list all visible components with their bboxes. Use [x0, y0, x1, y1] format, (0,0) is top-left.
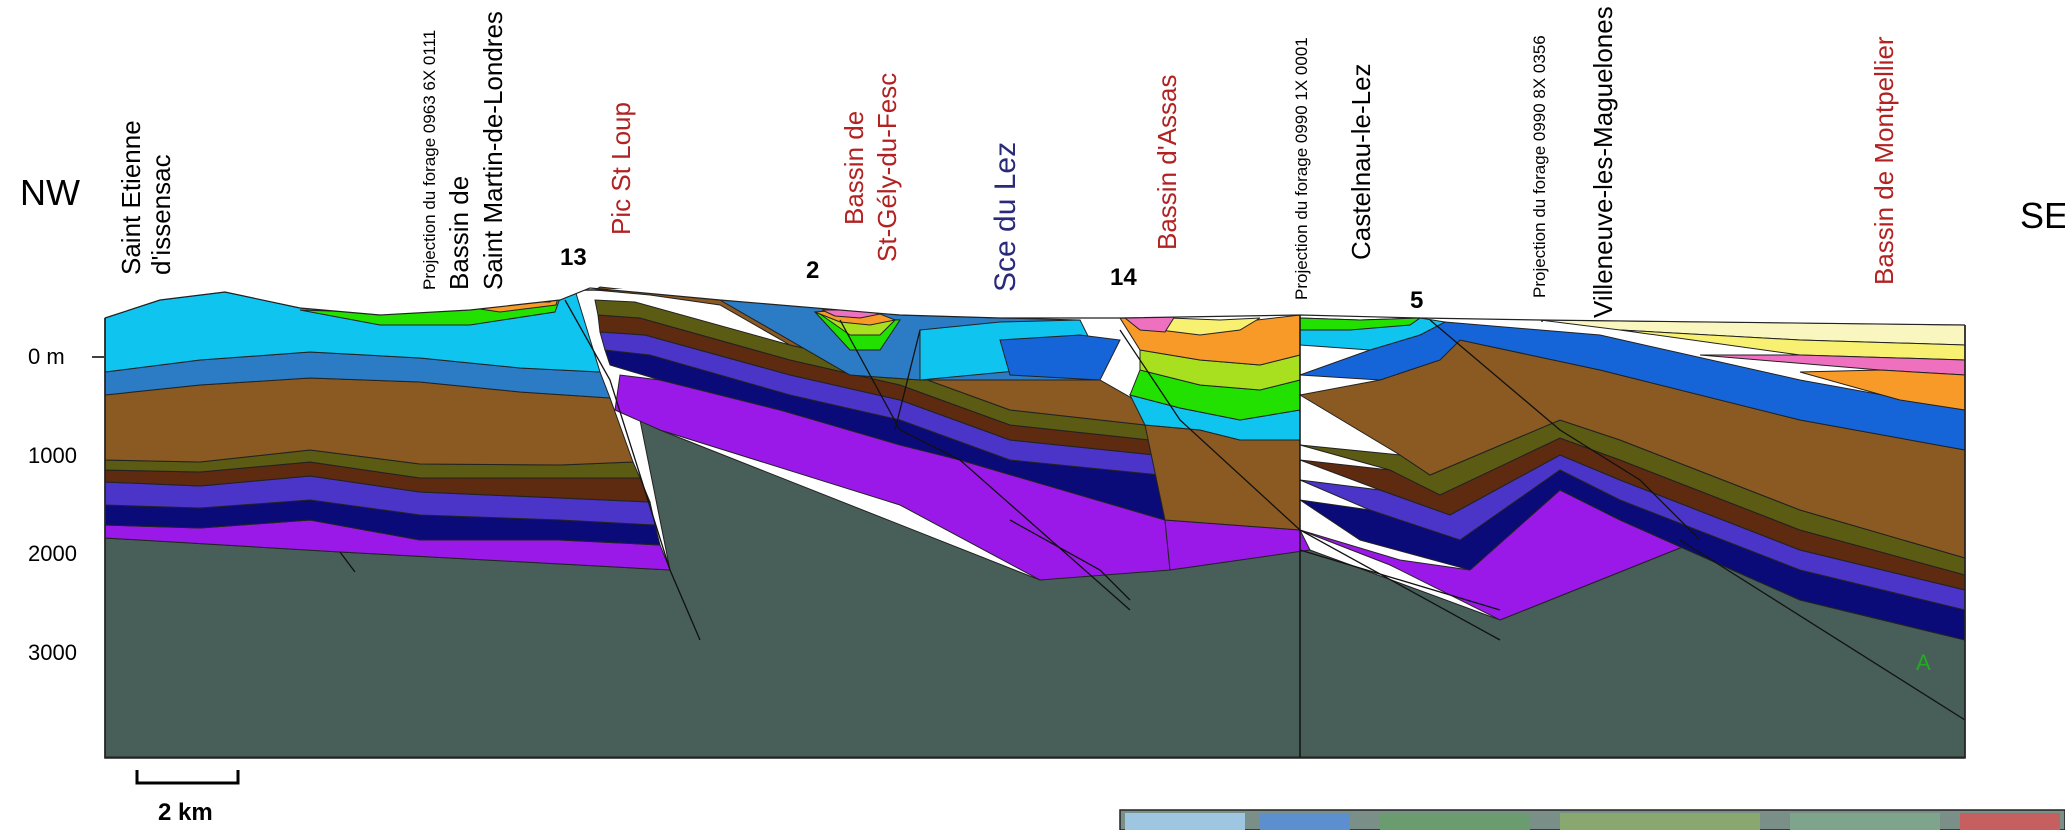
label-villeneuve: Villeneuve-les-Maguelones	[1588, 6, 1618, 318]
topography-mask	[104, 288, 1966, 325]
label-forage-0990-8x: Projection du forage 0990 8X 0356	[1530, 35, 1549, 298]
label-sce-du-lez: Sce du Lez	[989, 142, 1022, 292]
label-bassin-montpellier: Bassin de Montpellier	[1869, 36, 1899, 285]
depth-tick-0: 0 m	[28, 344, 65, 369]
scale-bar-label: 2 km	[158, 799, 213, 826]
topography-line	[104, 287, 1966, 326]
fault-lines	[339, 299, 1966, 721]
fault-number-14: 14	[1110, 264, 1137, 291]
fault-14	[1119, 329, 1501, 641]
orientation-nw: NW	[20, 172, 80, 213]
inset-map-fragment	[1119, 809, 2065, 831]
fault-13	[564, 299, 701, 641]
orientation-se: SE	[2020, 195, 2065, 236]
inset-map-patch-1	[1125, 813, 1245, 830]
inset-map-patch-4	[1560, 813, 1760, 830]
depth-tick-1000: 1000	[28, 443, 77, 468]
locality-labels: Saint Etienne d'issensac Projection du f…	[116, 6, 1899, 318]
fault-numbers: 13 2 14 5	[560, 244, 1423, 314]
depth-tick-2000: 2000	[28, 541, 77, 566]
inset-map-patch-6	[1960, 813, 2060, 830]
inset-map-patch-2	[1260, 813, 1350, 830]
scale-bar: 2 km	[135, 770, 240, 826]
fault-2b	[894, 329, 921, 431]
depth-axis: 0 m 1000 2000 3000	[28, 344, 104, 665]
fault-A	[1679, 539, 1966, 721]
fault-number-2: 2	[806, 257, 819, 284]
label-bassin-de-stmartin: Bassin de	[444, 176, 474, 290]
label-forage-0963: Projection du forage 0963 6X 0111	[420, 30, 439, 290]
label-saint-martin: Saint Martin-de-Londres	[478, 11, 508, 290]
scale-bar-line	[135, 770, 240, 785]
label-dissensac: d'issensac	[146, 154, 176, 275]
label-bassin-de-stgely: Bassin de	[839, 111, 869, 225]
depth-tick-3000: 3000	[28, 640, 77, 665]
label-pic-st-loup: Pic St Loup	[606, 102, 636, 235]
label-saint-etienne: Saint Etienne	[116, 120, 146, 275]
fault-lez-deep	[1009, 519, 1131, 601]
label-forage-0990-1x: Projection du forage 0990 1X 0001	[1292, 37, 1311, 300]
inset-map-patch-3	[1380, 813, 1530, 830]
fault-number-13: 13	[560, 244, 587, 271]
fault-2	[839, 319, 1131, 611]
fault-5	[1429, 319, 1701, 541]
inset-map-patch-5	[1790, 813, 1940, 830]
layer-brown-assas	[1144, 424, 1301, 531]
label-bassin-dassas: Bassin d'Assas	[1152, 75, 1182, 251]
fault-small-nw	[339, 551, 356, 573]
annotation-a: A	[1916, 650, 1931, 675]
label-castelnau: Castelnau-le-Lez	[1346, 63, 1376, 260]
fault-number-5: 5	[1410, 287, 1423, 314]
layer-blue-lez	[999, 334, 1121, 381]
label-st-gely: St-Gély-du-Fesc	[872, 73, 902, 262]
detachment-se	[1299, 549, 1501, 611]
